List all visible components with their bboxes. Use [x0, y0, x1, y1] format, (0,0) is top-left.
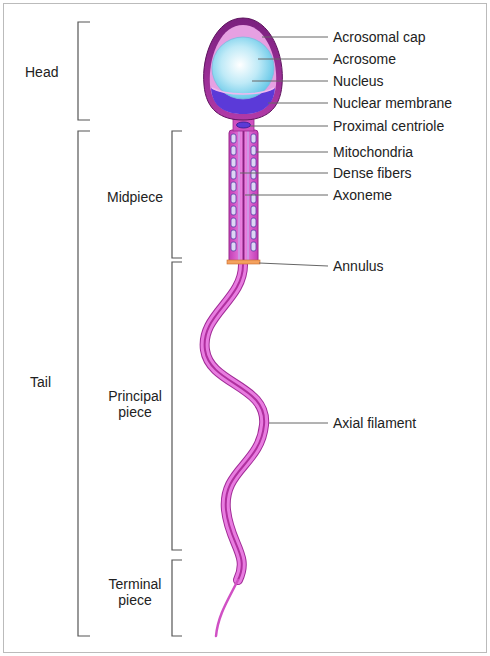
- part-label: Annulus: [333, 258, 384, 274]
- frame: [4, 4, 487, 653]
- head: [204, 18, 283, 120]
- annulus: [227, 260, 260, 264]
- part-label: Acrosome: [333, 51, 396, 67]
- part-label: Principal piece: [101, 388, 169, 420]
- part-label: Proximal centriole: [333, 118, 444, 134]
- part-label: Axoneme: [333, 187, 392, 203]
- head-bracket: [78, 22, 90, 120]
- midpiece: [227, 130, 260, 264]
- part-label: Acrosomal cap: [333, 29, 426, 45]
- nucleus: [212, 37, 274, 99]
- mitochondria: [231, 134, 256, 251]
- midpiece-body: [229, 130, 258, 263]
- acrosome: [210, 25, 276, 114]
- axial-filament: [205, 265, 265, 580]
- acrosomal-cap: [204, 18, 283, 120]
- part-label: Tail: [30, 374, 51, 390]
- proximal-centriole: [237, 122, 251, 128]
- terminal-piece: [216, 580, 238, 636]
- part-label: Midpiece: [107, 189, 163, 205]
- part-label: Head: [25, 64, 58, 80]
- part-label: Axial filament: [333, 415, 416, 431]
- part-label: Nucleus: [333, 73, 384, 89]
- terminal-bracket: [172, 560, 182, 636]
- part-label: Terminal piece: [101, 576, 169, 608]
- part-label: Nuclear membrane: [333, 95, 452, 111]
- tail: [205, 265, 265, 636]
- midpiece-bracket: [172, 131, 182, 258]
- leader-lines: [240, 37, 328, 423]
- part-label: Mitochondria: [333, 144, 413, 160]
- axoneme: [243, 131, 245, 262]
- tail-bracket: [78, 131, 90, 636]
- principal-bracket: [172, 262, 182, 550]
- dense-fiber: [247, 131, 249, 262]
- brackets: [78, 22, 182, 636]
- nuclear-membrane: [212, 88, 274, 94]
- principal-piece-outline: [205, 265, 265, 580]
- principal-piece: [205, 265, 265, 580]
- part-label: Dense fibers: [333, 165, 412, 181]
- dense-fiber: [238, 131, 240, 262]
